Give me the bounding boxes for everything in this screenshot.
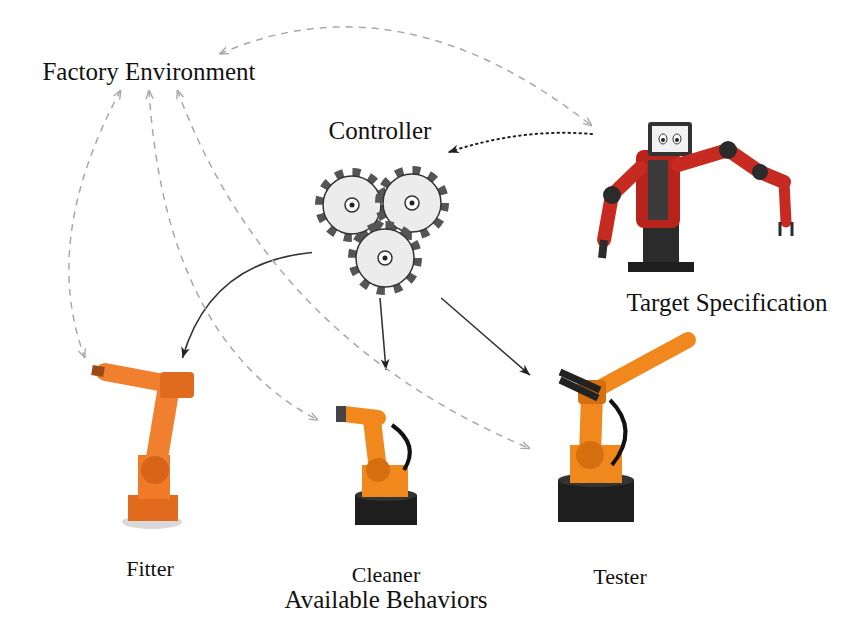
fitter-robot-part bbox=[160, 372, 194, 398]
baxter-robot-part bbox=[603, 186, 621, 204]
connector bbox=[220, 27, 593, 126]
baxter-robot-part bbox=[752, 164, 768, 180]
tester-robot bbox=[558, 340, 688, 522]
tester-robot-part bbox=[560, 380, 598, 398]
fitter-robot bbox=[92, 370, 194, 529]
target-node: Target Specification bbox=[592, 118, 862, 318]
baxter-robot-part bbox=[659, 134, 667, 144]
gears-part bbox=[383, 256, 388, 261]
baxter-robot-part bbox=[648, 122, 692, 156]
gears-part bbox=[405, 196, 419, 210]
behavior-node: Cleaner bbox=[318, 370, 454, 588]
baxter-robot-part bbox=[602, 240, 604, 258]
cleaner-robot-part bbox=[366, 458, 390, 482]
tester-robot-part bbox=[610, 400, 626, 465]
gears-part bbox=[410, 201, 415, 206]
baxter-robot-part bbox=[652, 126, 688, 152]
connector bbox=[380, 298, 386, 370]
cleaner-robot-part bbox=[344, 414, 378, 418]
node-label: Controller bbox=[329, 116, 432, 146]
connector bbox=[69, 90, 121, 358]
baxter-robot-part bbox=[661, 138, 665, 142]
gears bbox=[319, 170, 445, 291]
node-label: Cleaner bbox=[352, 562, 420, 588]
connector bbox=[149, 90, 318, 420]
fitter-robot-part bbox=[92, 370, 104, 372]
gears-part bbox=[345, 198, 359, 212]
group-label: Available Behaviors bbox=[285, 585, 488, 615]
node-label: Factory Environment bbox=[42, 57, 255, 87]
cleaner-robot-part bbox=[336, 406, 346, 422]
controller-node: Controller bbox=[312, 116, 448, 298]
gears-part bbox=[356, 229, 414, 287]
behavior-node: Fitter bbox=[85, 358, 215, 582]
connector bbox=[183, 253, 313, 359]
baxter-robot-part bbox=[648, 160, 668, 220]
gears-part bbox=[352, 225, 418, 291]
tester-robot-part bbox=[576, 441, 604, 469]
node-label: Target Specification bbox=[626, 288, 827, 318]
connector bbox=[448, 133, 592, 153]
fitter-robot-part bbox=[138, 455, 170, 499]
baxter-robot-part bbox=[673, 134, 681, 144]
gears-part bbox=[378, 251, 392, 265]
baxter-robot-part bbox=[719, 141, 737, 159]
cleaner-robot-part bbox=[392, 425, 410, 470]
tester-robot-part bbox=[592, 340, 688, 392]
baxter-robot-part bbox=[675, 138, 679, 142]
baxter-robot-part bbox=[604, 168, 640, 240]
connector bbox=[177, 90, 530, 449]
connector bbox=[441, 298, 530, 375]
behavior-node: Tester bbox=[530, 328, 710, 590]
cleaner-robot bbox=[336, 406, 417, 525]
baxter-robot bbox=[602, 122, 792, 272]
environment-node: Factory Environment bbox=[8, 54, 290, 90]
baxter-robot-part bbox=[628, 262, 694, 272]
fitter-robot-part bbox=[141, 456, 169, 484]
baxter-robot-part bbox=[784, 182, 786, 222]
gears-part bbox=[350, 203, 355, 208]
baxter-robot-part bbox=[780, 222, 792, 236]
node-label: Fitter bbox=[126, 556, 174, 582]
node-label: Tester bbox=[593, 564, 646, 590]
